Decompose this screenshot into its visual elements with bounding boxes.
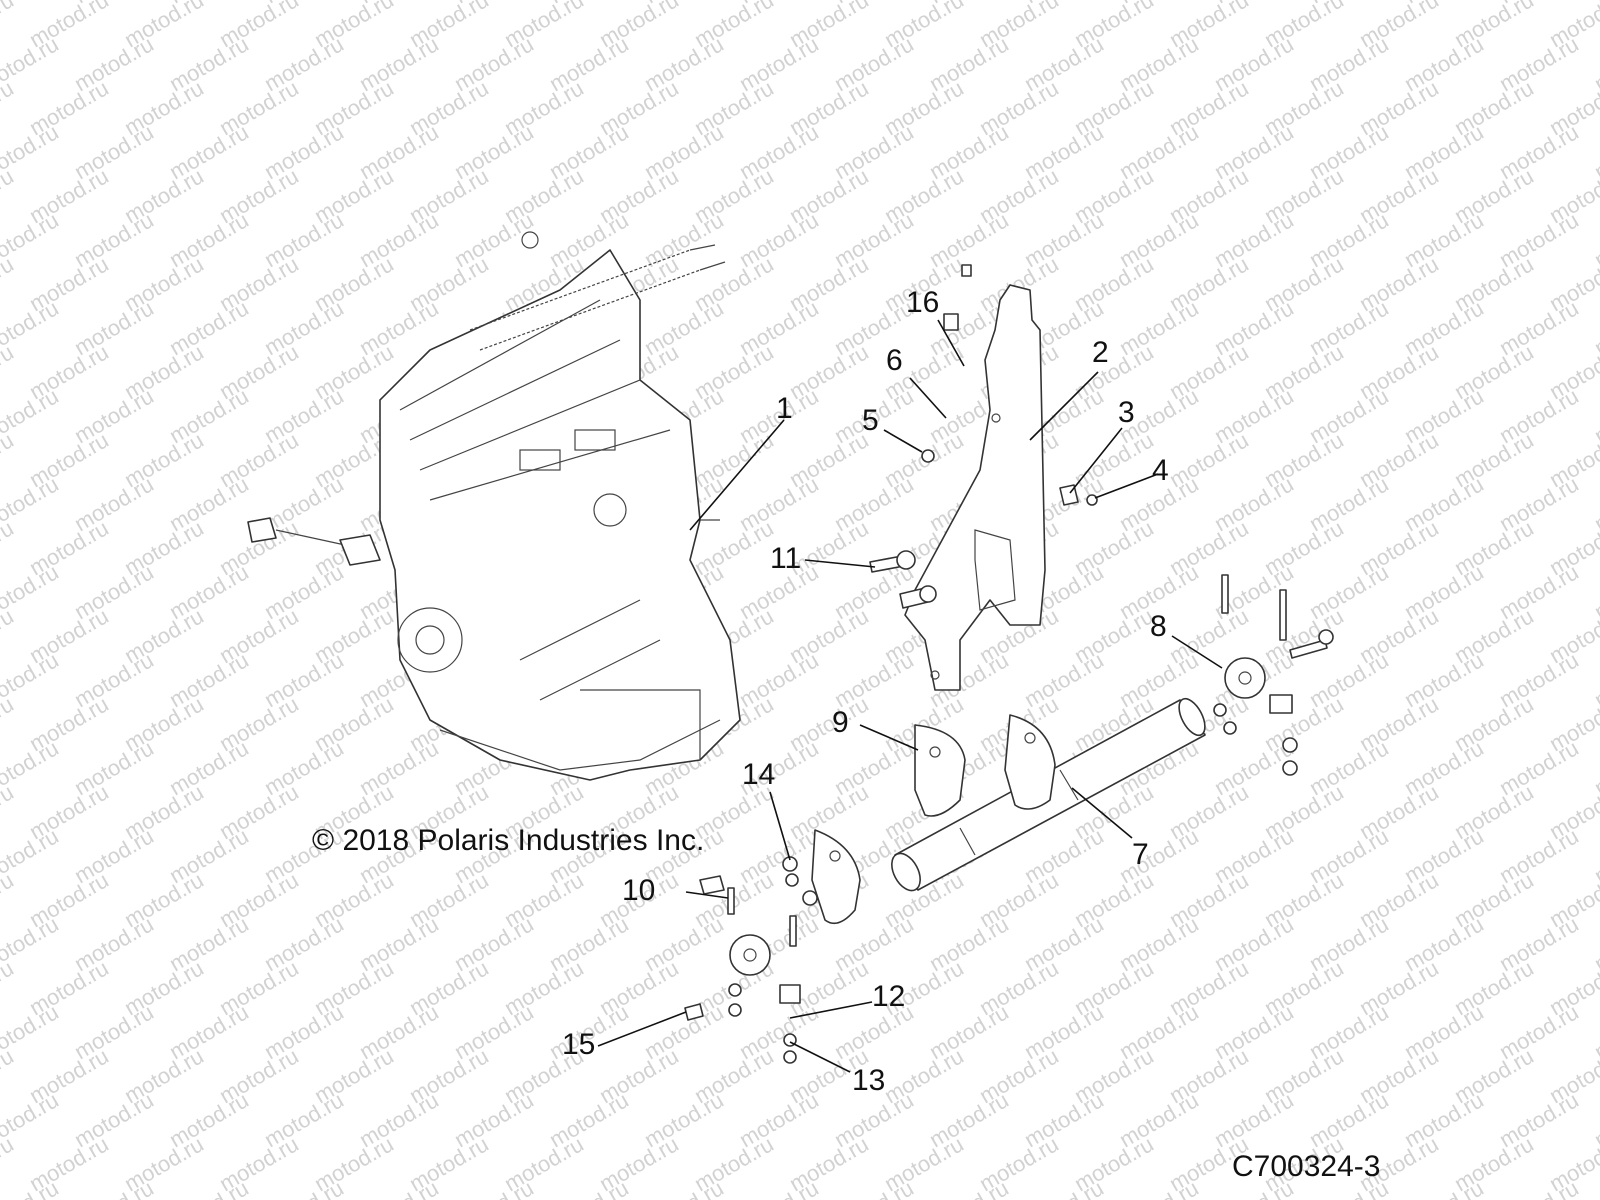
- callout-16: 16: [906, 286, 940, 319]
- callout-1: 1: [776, 392, 793, 425]
- bracket-hardware: [869, 264, 1098, 609]
- leader-lines: [597, 319, 1223, 1073]
- callout-9: 9: [832, 706, 849, 739]
- copyright-notice: © 2018 Polaris Industries Inc.: [312, 824, 705, 857]
- callout-12: 12: [872, 980, 906, 1013]
- callout-13: 13: [852, 1064, 886, 1097]
- callout-3: 3: [1118, 396, 1135, 429]
- right-mount: [1213, 574, 1334, 776]
- callout-6: 6: [886, 344, 903, 377]
- callout-7: 7: [1132, 838, 1149, 871]
- callout-14: 14: [742, 758, 776, 791]
- callout-10: 10: [622, 874, 656, 907]
- callout-11: 11: [770, 542, 802, 575]
- callout-5: 5: [862, 404, 879, 437]
- left-sensor: [247, 517, 381, 566]
- spring-cables: [469, 231, 726, 351]
- callout-8: 8: [1150, 610, 1167, 643]
- left-mount: [684, 856, 818, 1064]
- figure-id: C700324-3: [1232, 1150, 1381, 1183]
- mount-plates: [811, 714, 1056, 925]
- engine-assembly: [379, 249, 741, 781]
- mount-bracket: [904, 284, 1046, 691]
- callout-4: 4: [1152, 454, 1169, 487]
- callout-2: 2: [1092, 336, 1109, 369]
- callout-15: 15: [562, 1028, 596, 1061]
